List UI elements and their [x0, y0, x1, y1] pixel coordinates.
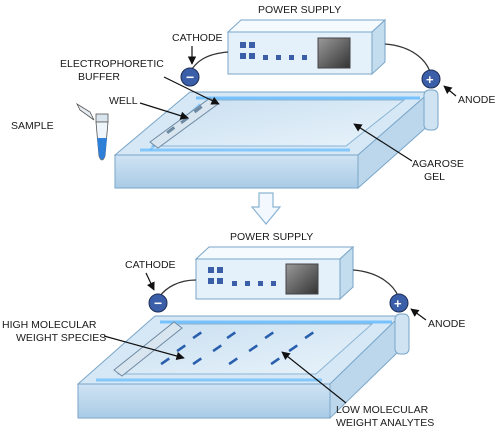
top-power-button-3 [240, 53, 246, 59]
top-well-arrow [139, 102, 189, 120]
bottom-power-button-6 [245, 281, 250, 286]
bottom-power-button-4 [217, 278, 223, 284]
top-gel-label-line2: GEL [424, 171, 445, 183]
top-gel-arrow [353, 123, 413, 162]
bottom-cathode-arrow [145, 272, 155, 291]
band-lane3-4 [304, 331, 315, 340]
top-panel: POWER SUPPLY − + [11, 4, 495, 190]
bottom-power-supply-label: POWER SUPPLY [230, 231, 313, 243]
top-well-1 [166, 126, 176, 135]
top-cathode-label: CATHODE [172, 32, 223, 44]
top-anode-symbol: + [426, 72, 434, 87]
bottom-comb [113, 321, 183, 377]
bottom-anode-wire [352, 269, 399, 297]
bottom-anode-arrow [410, 308, 427, 321]
bottom-high-arrow [103, 335, 185, 361]
bottom-power-button-2 [217, 267, 223, 273]
bottom-anode-terminal: + [389, 293, 409, 313]
top-power-button-7 [289, 55, 294, 60]
top-power-supply [226, 18, 387, 76]
bottom-power-button-5 [232, 281, 237, 286]
top-power-button-8 [302, 55, 307, 60]
top-cathode-wire [189, 51, 229, 73]
band-lane1-2 [192, 357, 203, 366]
top-well-3 [193, 105, 203, 114]
top-power-button-5 [263, 55, 268, 60]
band-lane3-1 [192, 331, 203, 340]
bottom-power-button-1 [208, 267, 214, 273]
top-power-supply-label: POWER SUPPLY [258, 4, 341, 16]
top-gel-label-line1: AGAROSE [412, 158, 464, 170]
band-lane1-1 [160, 357, 171, 366]
top-cathode-terminal: − [180, 67, 200, 87]
top-well-label: WELL [109, 95, 138, 107]
bottom-cathode-symbol: − [154, 295, 162, 311]
top-cathode-symbol: − [186, 69, 194, 85]
process-down-arrow [250, 192, 282, 225]
top-anode-terminal: + [421, 69, 441, 89]
top-power-button-2 [249, 42, 255, 48]
bottom-power-button-8 [271, 281, 276, 286]
band-lane2-3 [248, 344, 259, 353]
bottom-low-arrow [281, 351, 347, 404]
bottom-high-label-line2: WEIGHT SPECIES [16, 332, 106, 344]
bottom-cathode-terminal: − [148, 293, 168, 313]
bottom-low-label-line2: WEIGHT ANALYTES [336, 417, 434, 429]
bottom-high-label-line1: HIGH MOLECULAR [2, 319, 97, 331]
top-buffer-label-line1: ELECTROPHORETIC [60, 58, 164, 70]
top-sample-label: SAMPLE [11, 120, 54, 132]
bottom-power-button-3 [208, 278, 214, 284]
top-anode-label: ANODE [458, 94, 495, 106]
separated-bands [160, 331, 315, 366]
top-buffer-arrow [163, 76, 220, 105]
top-power-button-4 [249, 53, 255, 59]
band-lane1-3 [228, 357, 239, 366]
band-lane1-4 [270, 357, 281, 366]
band-lane3-3 [264, 331, 275, 340]
bottom-cathode-wire [159, 279, 197, 297]
bottom-panel: POWER SUPPLY [2, 231, 465, 429]
top-power-button-6 [276, 55, 281, 60]
band-lane2-4 [288, 344, 299, 353]
band-lane2-1 [176, 344, 187, 353]
bottom-cathode-label: CATHODE [125, 259, 176, 271]
bottom-power-supply [194, 245, 355, 301]
band-lane2-2 [212, 344, 223, 353]
top-gel-tank [113, 89, 439, 190]
band-lane3-2 [226, 331, 237, 340]
top-power-button-1 [240, 42, 246, 48]
top-sample-tube [76, 102, 109, 161]
bottom-anode-symbol: + [394, 296, 402, 311]
bottom-gel-tank [76, 313, 410, 420]
top-power-screen [317, 37, 351, 69]
top-anode-wire [384, 43, 431, 73]
top-anode-arrow [443, 85, 457, 97]
bottom-power-button-7 [258, 281, 263, 286]
top-buffer-label-line2: BUFFER [78, 71, 120, 83]
bottom-power-screen [285, 263, 319, 295]
bottom-anode-label: ANODE [428, 318, 465, 330]
bottom-low-label-line1: LOW MOLECULAR [336, 404, 429, 416]
